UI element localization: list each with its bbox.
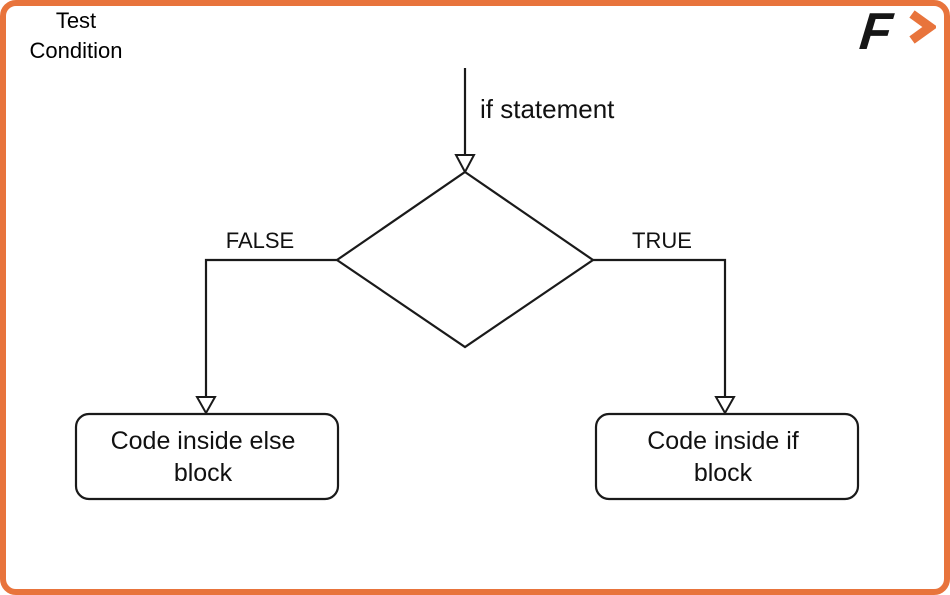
decision-label-line2: Condition [29,38,123,63]
decision-label-line1: Test [55,8,97,33]
entry-arrowhead-icon [454,154,476,175]
true-label: TRUE [632,228,692,253]
decision-label: Test Condition [6,6,146,66]
true-arrowhead-icon [714,396,736,416]
true-branch-line [593,258,727,397]
if-box-label: Code inside if block [595,414,851,499]
brand-logo-letter: F [856,3,893,61]
false-arrowhead-icon [195,396,217,416]
if-box-label-line1: Code inside if [647,426,799,455]
if-box-label-line2: block [693,458,753,487]
false-branch-line [204,258,337,397]
else-box-label: Code inside else block [75,414,331,499]
false-label: FALSE [225,228,295,253]
chevron-right-icon [909,10,936,44]
brand-logo: F [857,6,938,61]
else-box-label-line1: Code inside else [110,426,296,455]
decision-diamond [335,170,595,349]
else-box-label-line2: block [173,458,233,487]
entry-label: if statement [480,94,615,124]
